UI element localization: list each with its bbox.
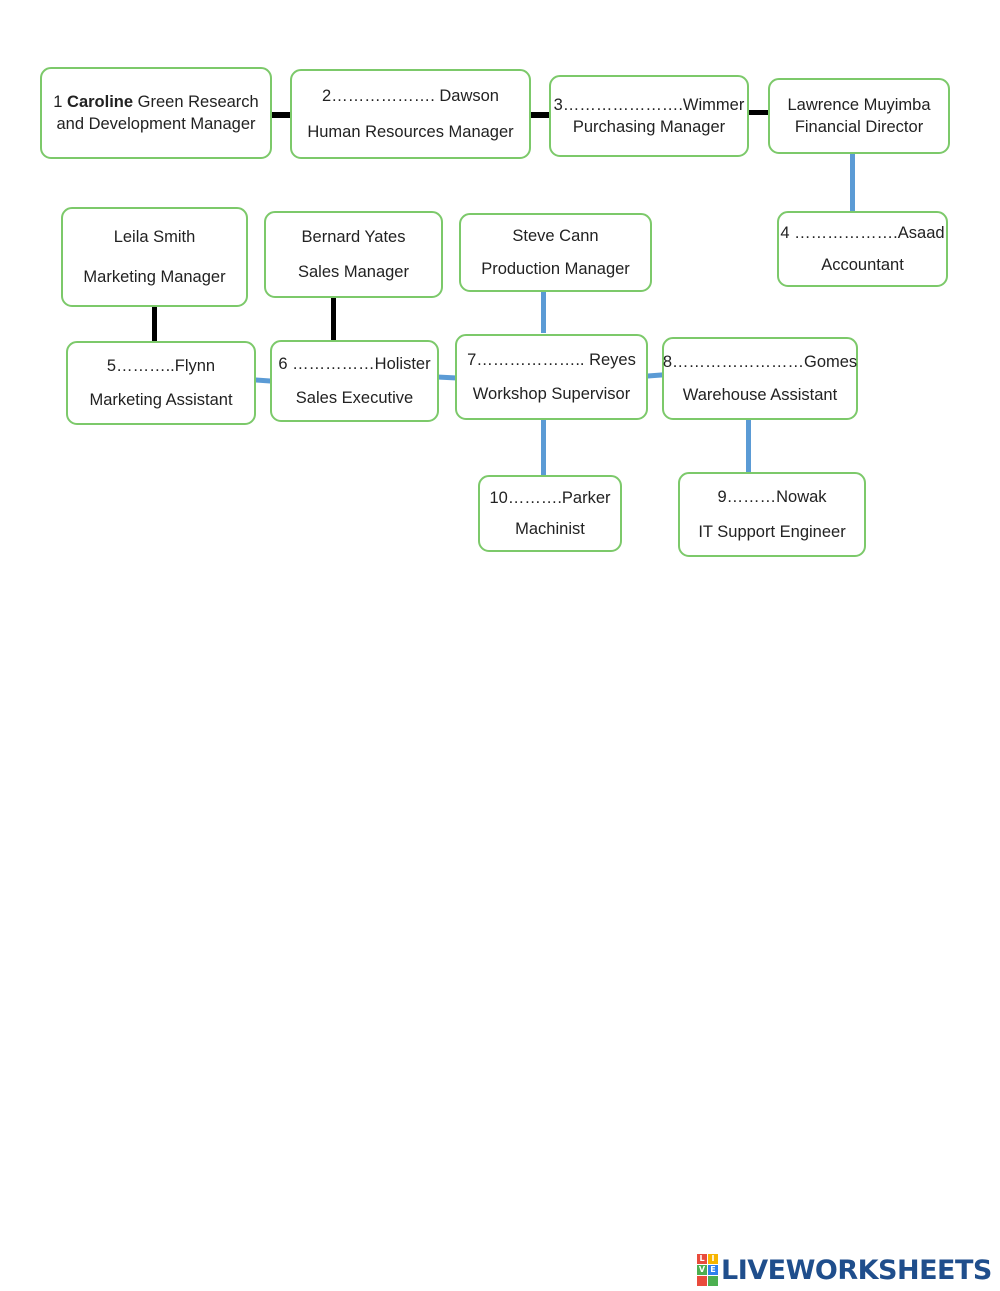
employee-name: 3………………….Wimmer — [553, 96, 745, 114]
connector-line — [541, 419, 546, 477]
employee-name: 2………………. Dawson — [322, 87, 499, 105]
employee-name: 10……….Parker — [489, 488, 611, 507]
org-box-nowak: 9………Nowak IT Support Engineer — [678, 472, 866, 557]
connector-line — [529, 112, 552, 118]
employee-name: 5………..Flynn — [106, 357, 216, 375]
org-box-dawson: 2………………. Dawson Human Resources Manager — [290, 69, 531, 159]
org-box-asaad: 4 ……………….Asaad Accountant — [777, 211, 948, 287]
employee-role: Production Manager — [481, 259, 630, 278]
employee-name: 7……………….. Reyes — [467, 350, 636, 369]
connector-line — [746, 419, 751, 474]
org-box-muyimba: Lawrence Muyimba Financial Director — [768, 78, 950, 154]
employee-name: Lawrence Muyimba — [787, 96, 931, 114]
employee-name: 4 ……………….Asaad — [780, 224, 945, 243]
employee-role: Marketing Manager — [83, 267, 226, 286]
employee-role: Human Resources Manager — [307, 123, 514, 141]
connector-line — [850, 152, 855, 213]
employee-name: 6 ……………Holister — [278, 355, 431, 374]
connector-line — [747, 110, 770, 115]
org-box-steve-cann: Steve Cann Production Manager — [459, 213, 652, 292]
employee-role: Accountant — [821, 255, 904, 274]
org-box-caroline-green: 1 Caroline Green Research and Developmen… — [40, 67, 272, 159]
employee-role: Financial Director — [794, 118, 924, 136]
number: 1 — [53, 93, 63, 111]
org-box-bernard-yates: Bernard Yates Sales Manager — [264, 211, 443, 298]
employee-name: 9………Nowak — [717, 488, 827, 507]
employee-name: Leila Smith — [113, 228, 196, 247]
org-box-gomes: 8……………………Gomes Warehouse Assistant — [662, 337, 858, 420]
logo-text: LIVEWORKSHEETS — [721, 1254, 992, 1286]
logo-tile: L — [697, 1254, 707, 1264]
employee-role: Machinist — [515, 520, 585, 539]
connector-line — [645, 372, 664, 379]
connector-line — [152, 306, 157, 343]
employee-role: Purchasing Manager — [572, 118, 726, 136]
logo-tile — [697, 1276, 707, 1286]
logo-tiles-icon: L I V E — [697, 1254, 718, 1286]
liveworksheets-logo: L I V E LIVEWORKSHEETS — [697, 1253, 992, 1287]
org-box-wimmer: 3………………….Wimmer Purchasing Manager — [549, 75, 749, 157]
connector-line — [541, 290, 546, 333]
logo-tile — [708, 1276, 718, 1286]
employee-role: Marketing Assistant — [89, 391, 233, 409]
employee-name: Steve Cann — [512, 227, 599, 246]
org-box-reyes: 7……………….. Reyes Workshop Supervisor — [455, 334, 648, 420]
logo-tile: E — [708, 1265, 718, 1275]
org-box-flynn: 5………..Flynn Marketing Assistant — [66, 341, 256, 425]
org-box-parker: 10……….Parker Machinist — [478, 475, 622, 552]
connector-line — [270, 112, 292, 118]
employee-role: Workshop Supervisor — [472, 385, 631, 404]
employee-name: 8……………………Gomes — [662, 352, 858, 371]
name-and-role: Green Research and Development Manager — [56, 93, 259, 133]
org-box-leila-smith: Leila Smith Marketing Manager — [61, 207, 248, 307]
employee-role: IT Support Engineer — [698, 522, 846, 541]
first-name: Caroline — [67, 93, 134, 111]
org-box-holister: 6 ……………Holister Sales Executive — [270, 340, 439, 422]
employee-name: Bernard Yates — [301, 228, 406, 246]
employee-role: Sales Manager — [298, 263, 409, 281]
employee-role: Sales Executive — [295, 388, 414, 407]
connector-line — [331, 296, 336, 342]
logo-tile: V — [697, 1265, 707, 1275]
employee-role: Warehouse Assistant — [682, 386, 838, 405]
logo-tile: I — [708, 1254, 718, 1264]
